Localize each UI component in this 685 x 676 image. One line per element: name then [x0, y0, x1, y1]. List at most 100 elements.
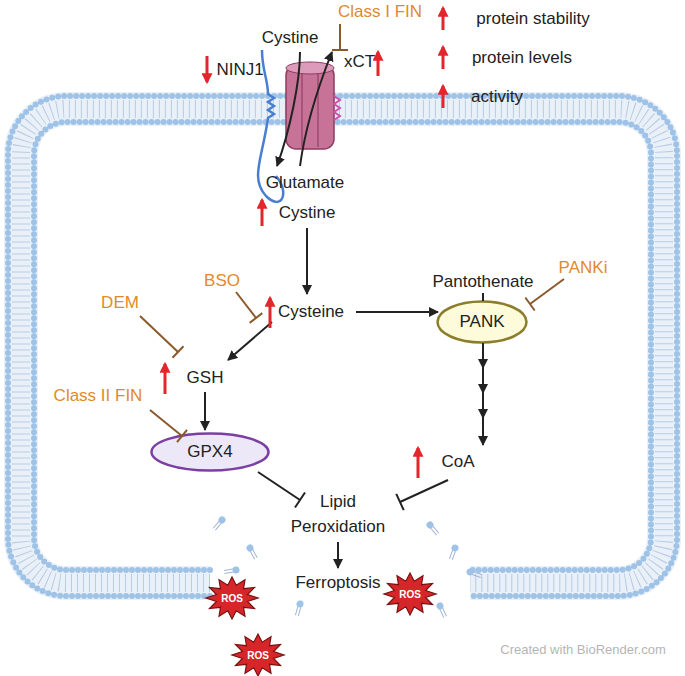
inhibitor-bar: [332, 49, 348, 51]
inhibitor-stem: [339, 24, 341, 50]
metabolite-label: Glutamate: [266, 171, 344, 196]
inhibitor-label: Class I FIN: [338, 0, 422, 24]
inhibitor-label: PANKi: [559, 256, 608, 281]
enzyme-outline: [438, 302, 527, 343]
inhibitor-line: [140, 24, 564, 442]
ros-burst: ROS: [231, 633, 285, 676]
lipid-head: [425, 520, 435, 530]
node-label: PANK: [459, 312, 504, 332]
transporter-top: [286, 62, 334, 74]
regulation-arrows: [165, 8, 443, 478]
transporter-subunit: [301, 71, 303, 147]
lipid-tail: [472, 574, 480, 577]
ros-starburst: [206, 577, 258, 619]
regulation-label: activity: [471, 85, 523, 110]
ros-text: ROS: [221, 593, 243, 604]
process-label: Lipid Peroxidation: [276, 490, 401, 539]
lipid-head: [451, 544, 460, 553]
lipid-fragment: [466, 568, 483, 580]
metabolite-label: Pantothenate: [432, 270, 533, 295]
membrane-inner-heads: [34, 122, 651, 570]
lipid-fragment: [245, 543, 259, 560]
inhibitor-label: DEM: [101, 291, 139, 316]
protein-label: NINJ1: [216, 58, 263, 83]
lipid-tail: [298, 607, 300, 616]
pathway-arrow: [228, 322, 272, 360]
lipid-tail: [213, 521, 219, 528]
increase-arrow: [442, 47, 445, 69]
inhibitor-stem: [150, 410, 182, 436]
pathway-arrow: [482, 418, 484, 445]
lipid-tail: [215, 523, 221, 530]
lipid-tails: [21, 109, 664, 583]
lipid-tail: [250, 551, 255, 559]
node-label: xCT: [344, 52, 375, 72]
decrease-arrow: [206, 56, 209, 82]
lipid-fragment: [448, 544, 460, 561]
pathway-arrow: [482, 343, 484, 368]
lipid-tail: [473, 572, 481, 575]
lipid-head: [217, 515, 227, 525]
outcome-label: Ferroptosis: [295, 571, 380, 596]
lipid-head: [435, 601, 444, 610]
lipid-head: [466, 568, 475, 577]
lipid-fragment: [212, 515, 227, 531]
lipid-tail: [433, 526, 439, 533]
inhibitor-bar: [250, 313, 263, 323]
increase-arrow: [442, 8, 445, 30]
inhibitor-label: BSO: [204, 269, 240, 294]
lipid-tail: [440, 609, 444, 617]
lipid-tail: [224, 569, 233, 571]
increase-arrow: [269, 298, 272, 328]
lipid-fragment: [435, 601, 448, 618]
ros-text: ROS: [247, 650, 269, 661]
lipid-tail: [431, 528, 437, 535]
lipid-head: [232, 566, 240, 574]
membrane-band: [21, 109, 664, 583]
inhibitor-stem: [400, 480, 448, 502]
lipid-tail: [253, 550, 258, 558]
metabolite-label: Cysteine: [278, 300, 344, 325]
regulation-label: protein levels: [472, 46, 572, 71]
increase-arrow: [164, 364, 167, 394]
transporter-helix: [334, 96, 340, 120]
pathway-line: [482, 293, 484, 301]
increase-arrow: [377, 52, 380, 76]
inhibitor-label: Class II FIN: [54, 384, 143, 409]
increase-arrow: [261, 200, 264, 226]
transporter-subunit: [317, 71, 319, 147]
metabolite-label: GSH: [187, 366, 224, 391]
pathway-arrow: [482, 393, 484, 418]
lipid-fragment: [224, 566, 240, 576]
pathway-arrow: [337, 542, 339, 568]
pathway-arrow: [306, 228, 308, 294]
lipid-head: [245, 543, 255, 553]
metabolite-label: Cystine: [262, 26, 319, 51]
lipid-tail: [443, 608, 447, 616]
ros-starburst: [384, 573, 436, 615]
enzyme-ellipse: PANK: [436, 300, 528, 344]
metabolite-label: Cystine: [279, 201, 336, 226]
membrane-outer-heads: [8, 96, 677, 596]
enzyme-ellipse: GPX4: [150, 432, 270, 472]
lipid-tail: [224, 572, 233, 574]
lipid-tail: [295, 607, 297, 616]
metabolite-label: CoA: [441, 450, 474, 475]
pathway-arrow: [482, 368, 484, 393]
ros-burst: ROS: [383, 572, 437, 616]
lipid-tail: [452, 551, 455, 559]
inhibitor-stem: [236, 292, 256, 318]
inhibitor-stem: [140, 316, 178, 352]
inhibitor-bar: [525, 298, 534, 311]
regulation-label: protein stability: [476, 7, 589, 32]
transporter-protein: xCT: [280, 45, 380, 157]
increase-arrow: [442, 86, 445, 108]
lipid-tail: [449, 550, 452, 558]
lipid-head: [296, 600, 305, 609]
node-label: GPX4: [187, 442, 232, 462]
inhibitor-bar: [396, 494, 404, 510]
inhibitor-stem: [530, 279, 564, 304]
watermark: Created with BioRender.com: [500, 641, 665, 660]
transporter-body: [286, 65, 334, 149]
ros-text: ROS: [399, 589, 421, 600]
